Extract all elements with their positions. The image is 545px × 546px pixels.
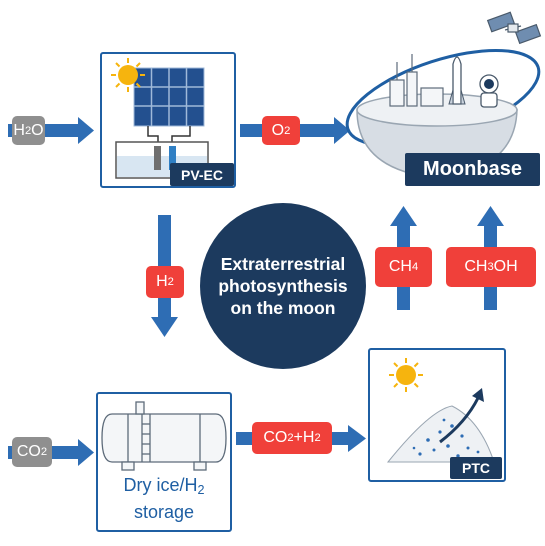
moon-buildings-icon (389, 54, 444, 107)
tag-h2-sub: 2 (167, 276, 174, 288)
tag-ch3oh-sub: 3 (487, 261, 494, 273)
center-circle: Extraterrestrial photosynthesis on the m… (200, 203, 366, 369)
center-label-line-2: photosynthesis (218, 276, 348, 296)
sun-icon (111, 58, 145, 92)
solar-panel-icon (133, 67, 205, 127)
center-label-line-3: on the moon (230, 298, 336, 318)
rocket-icon (448, 56, 466, 105)
storage-label-line2: storage (133, 502, 195, 523)
tag-h2-main: H (156, 273, 168, 290)
space-station-icon (486, 11, 542, 45)
tag-o2-main: O (271, 121, 285, 139)
storage-tank-icon (101, 401, 227, 471)
ptc-label: PTC (450, 457, 502, 479)
tag-o2-sub: 2 (284, 124, 291, 137)
storage-label: Dry ice/H2 storage (96, 474, 232, 523)
tag-co2-main: CO (16, 443, 41, 460)
tag-ch3oh-main: CH (464, 258, 488, 275)
storage-label-line1: Dry ice/H (123, 475, 198, 495)
center-label-line-1: Extraterrestrial (220, 254, 346, 274)
storage-label-sub: 2 (197, 483, 205, 498)
tag-ch4-sub: 4 (411, 261, 419, 273)
sun-icon (389, 358, 423, 392)
tag-ch4-main: CH (388, 258, 412, 275)
ptc-illustration (386, 358, 495, 463)
tag-h2o-sub: 2 (24, 124, 32, 137)
tag-co2h2-sub2: 2 (314, 432, 321, 444)
moonbase-label: Moonbase (405, 153, 540, 186)
astronaut-icon (479, 74, 499, 108)
tag-co2h2-sub: 2 (287, 432, 294, 444)
tag-co2h2-tail: +H (293, 429, 315, 446)
pvec-label: PV-EC (170, 163, 234, 186)
tag-h2o-main: H (13, 121, 25, 139)
storage-panel (96, 392, 232, 532)
tag-co2-sub: 2 (40, 446, 48, 458)
catalyst-powder-icon (386, 405, 495, 463)
tag-co2h2-main: CO (263, 429, 288, 446)
tag-h2o-tail: O (31, 121, 44, 139)
product-arrow-icon (439, 388, 484, 444)
tag-ch3oh-tail: OH (493, 258, 518, 275)
